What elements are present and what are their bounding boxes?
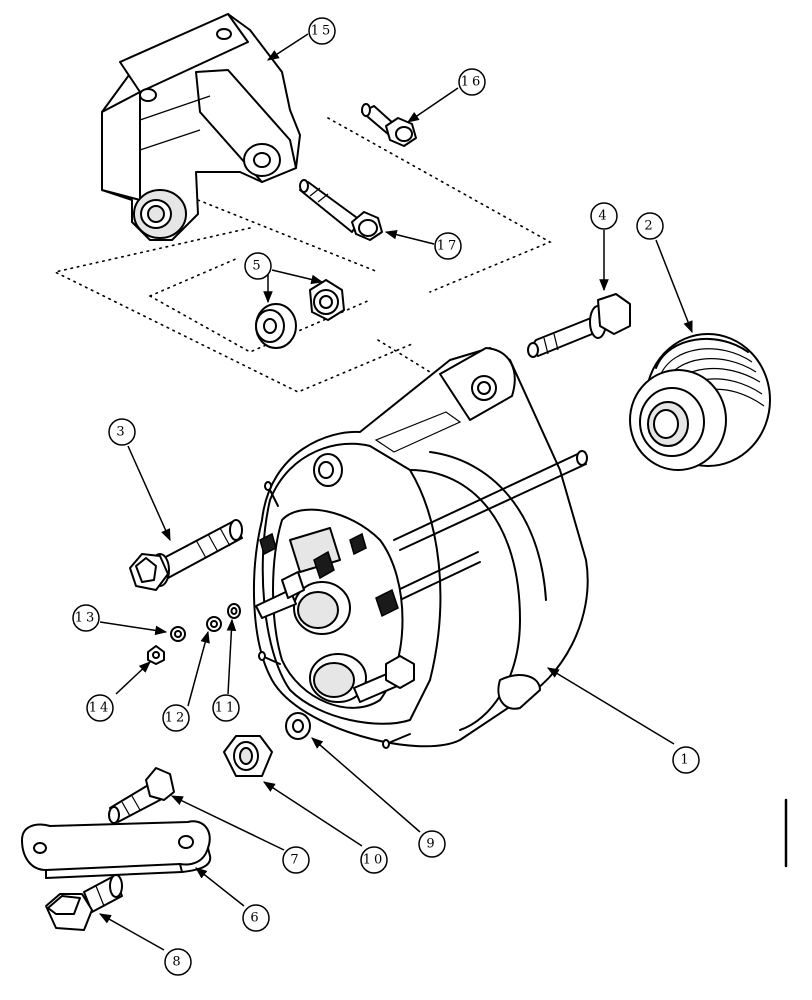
pulley-bolt: [527, 293, 631, 358]
callout-15: 15: [308, 17, 336, 45]
svg-text:1: 1: [680, 753, 691, 768]
svg-text:15: 15: [311, 24, 334, 39]
callout-4: 4: [590, 202, 618, 230]
leader-lines: [98, 33, 693, 951]
callout-2: 2: [636, 212, 664, 240]
callout-10: 10: [360, 846, 388, 874]
svg-text:6: 6: [250, 911, 261, 926]
svg-text:11: 11: [215, 701, 238, 716]
flange-bolt-short: [361, 103, 417, 147]
callout-5: 5: [244, 252, 272, 280]
svg-text:10: 10: [363, 853, 386, 868]
svg-text:9: 9: [426, 837, 437, 852]
svg-text:5: 5: [252, 259, 263, 274]
svg-text:13: 13: [75, 611, 98, 626]
flange-bolt-long: [299, 179, 383, 241]
callout-13: 13: [72, 604, 100, 632]
svg-text:3: 3: [116, 425, 127, 440]
mounting-bracket: [101, 13, 301, 241]
callout-17: 17: [434, 232, 462, 260]
callout-6: 6: [242, 904, 270, 932]
callout-bubbles: 15 16 17 5 4 2 3 1 13 14 12: [72, 17, 700, 976]
lock-washer: [285, 712, 311, 740]
callout-3: 3: [108, 418, 136, 446]
callout-14: 14: [86, 694, 114, 722]
small-hardware: [147, 603, 241, 665]
callout-9: 9: [418, 830, 446, 858]
svg-text:17: 17: [437, 239, 460, 254]
svg-text:8: 8: [172, 955, 183, 970]
adjusting-bolt: [108, 767, 175, 824]
callout-1: 1: [672, 746, 700, 774]
callout-7: 7: [282, 846, 310, 874]
svg-text:12: 12: [165, 711, 188, 726]
hex-nut: [223, 735, 273, 777]
svg-text:2: 2: [644, 219, 655, 234]
callout-8: 8: [164, 948, 192, 976]
callout-16: 16: [458, 68, 486, 96]
svg-text:7: 7: [290, 853, 301, 868]
pulley: [629, 333, 771, 471]
svg-text:14: 14: [89, 701, 112, 716]
flange-nuts: [255, 279, 345, 349]
callout-11: 11: [212, 694, 240, 722]
adjusting-strap: [21, 820, 212, 879]
svg-text:16: 16: [461, 75, 484, 90]
mounting-bolt: [129, 519, 243, 591]
hex-bolt: [45, 874, 123, 931]
callout-12: 12: [162, 704, 190, 732]
alternator: [253, 347, 589, 749]
svg-text:4: 4: [598, 209, 609, 224]
